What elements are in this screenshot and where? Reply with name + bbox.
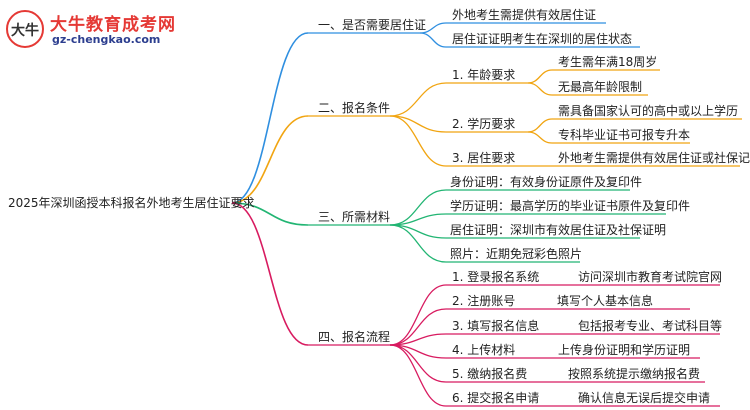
root-to-branch-4 [231, 202, 309, 346]
branch-1-curve-2 [419, 32, 447, 48]
branch-2-sub-1-curve-2 [527, 82, 553, 96]
branch-4-step-2: 2. 注册账号 [452, 294, 516, 308]
branch-4-step-1-detail: 访问深圳市教育考试院官网 [578, 270, 723, 284]
branch-2-sub-3: 3. 居住要求 [452, 151, 516, 165]
site-logo[interactable]: 大牛 大牛教育成考网 gz-chengkao.com [6, 8, 176, 52]
branch-3-leaf-4: 照片：近期免冠彩色照片 [450, 247, 583, 261]
branch-2-sub-2-leaf-1: 需具备国家认可的高中或以上学历 [558, 104, 739, 118]
branch-3-curve-4 [389, 224, 447, 263]
branch-2-curve-1 [389, 82, 447, 117]
branch-4-step-4: 4. 上传材料 [452, 343, 516, 357]
logo-mark-icon: 大牛 [6, 10, 44, 48]
branch-2-sub-2-curve-1 [527, 118, 553, 133]
branch-4-curve-2 [389, 308, 447, 346]
branch-1-label: 一、是否需要居住证 [318, 18, 427, 32]
branch-2-label: 二、报名条件 [318, 101, 391, 115]
branch-2-sub-1-leaf-1: 考生需年满18周岁 [558, 55, 658, 69]
branch-2-curve-2 [389, 115, 447, 133]
branch-3-label: 三、所需材料 [318, 210, 391, 224]
root-to-branch-3 [231, 202, 309, 226]
branch-4-step-5-detail: 按照系统提示缴纳报名费 [568, 367, 701, 381]
branch-2-sub-1: 1. 年龄要求 [452, 68, 516, 82]
branch-2-sub-3-leaf-1: 外地考生需提供有效居住证或社保记录 [558, 151, 750, 165]
branch-2-sub-2: 2. 学历要求 [452, 117, 516, 131]
branch-4-curve-6 [389, 344, 447, 407]
root-to-branch-2 [231, 115, 309, 204]
logo-url: gz-chengkao.com [52, 33, 161, 46]
branch-4-step-3-detail: 包括报考专业、考试科目等 [578, 319, 723, 333]
branch-4-step-6-detail: 确认信息无误后提交申请 [578, 391, 711, 405]
branch-2-sub-1-curve-1 [527, 69, 553, 84]
root-to-branch-1 [231, 32, 309, 204]
branch-4-step-4-detail: 上传身份证明和学历证明 [558, 343, 691, 357]
branch-3-leaf-2: 学历证明：最高学历的毕业证书原件及复印件 [450, 199, 691, 213]
branch-1-leaf-1: 外地考生需提供有效居住证 [452, 8, 597, 22]
branch-3-curve-1 [389, 189, 447, 226]
branch-2-sub-2-curve-2 [527, 131, 553, 144]
branch-3-leaf-1: 身份证明：有效身份证原件及复印件 [450, 175, 643, 189]
logo-mark-text: 大牛 [11, 23, 39, 39]
branch-1-leaf-2: 居住证证明考生在深圳的居住状态 [452, 32, 633, 46]
branch-2-sub-1-leaf-2: 无最高年龄限制 [558, 80, 643, 94]
root-node: 2025年深圳函授本科报名外地考生居住证要求 [8, 196, 255, 210]
branch-4-step-2-detail: 填写个人基本信息 [557, 294, 654, 308]
branch-3-leaf-3: 居住证明：深圳市有效居住证及社保证明 [450, 223, 667, 237]
logo-title: 大牛教育成考网 [50, 15, 176, 35]
branch-2-curve-3 [389, 115, 447, 167]
branch-4-curve-1 [389, 284, 447, 346]
branch-4-label: 四、报名流程 [318, 330, 391, 344]
branch-4-step-6: 6. 提交报名申请 [452, 391, 540, 405]
branch-4-step-3: 3. 填写报名信息 [452, 319, 540, 333]
branch-4-step-1: 1. 登录报名系统 [452, 270, 540, 284]
branch-2-sub-2-leaf-2: 专科毕业证书可报专升本 [558, 128, 691, 142]
branch-4-step-5: 5. 缴纳报名费 [452, 367, 528, 381]
